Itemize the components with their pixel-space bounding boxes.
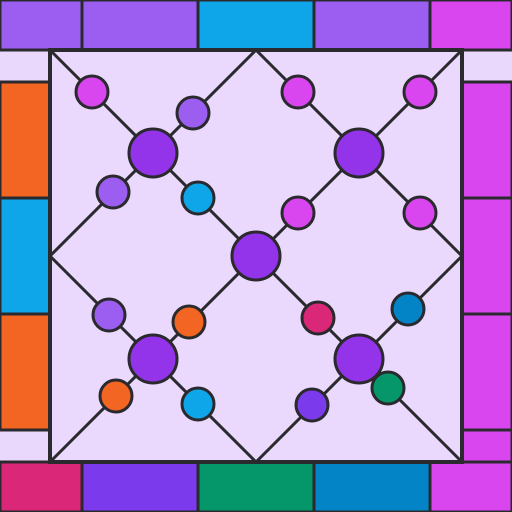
piece-10[interactable] (171, 304, 207, 340)
border-tile-bottom-1 (0, 460, 84, 512)
border-tile-top-3 (196, 0, 316, 52)
hub-top-left[interactable] (127, 127, 179, 179)
piece-16[interactable] (294, 387, 330, 423)
piece-15[interactable] (370, 370, 406, 406)
border-tile-right-2 (460, 196, 512, 316)
border-tile-left-1 (0, 80, 52, 200)
piece-13[interactable] (300, 300, 336, 336)
piece-6[interactable] (402, 74, 438, 110)
border-tile-right-3 (460, 312, 512, 432)
border-tile-right-1 (460, 80, 512, 200)
piece-3[interactable] (95, 174, 131, 210)
border-tile-bottom-3 (196, 460, 316, 512)
border-tile-right-4 (460, 428, 512, 464)
piece-14[interactable] (390, 291, 426, 327)
border-tile-bottom-2 (80, 460, 200, 512)
hub-top-right[interactable] (333, 127, 385, 179)
border-tile-bottom-4 (312, 460, 432, 512)
piece-9[interactable] (91, 297, 127, 333)
hub-center[interactable] (230, 230, 282, 282)
piece-11[interactable] (98, 378, 134, 414)
piece-8[interactable] (402, 195, 438, 231)
hub-bottom-left[interactable] (127, 333, 179, 385)
border-tile-left-2 (0, 196, 52, 316)
piece-12[interactable] (180, 386, 216, 422)
border-tile-bottom-5 (428, 460, 512, 512)
piece-1[interactable] (74, 74, 110, 110)
hub-bottom-right[interactable] (333, 333, 385, 385)
piece-2[interactable] (175, 95, 211, 131)
piece-layer (74, 74, 438, 423)
border-tile-left-3 (0, 312, 52, 432)
border-tile-top-1 (0, 0, 84, 52)
border-tile-top-5 (428, 0, 512, 52)
piece-4[interactable] (180, 180, 216, 216)
border-tile-top-4 (312, 0, 432, 52)
border-tile-top-2 (80, 0, 200, 52)
piece-7[interactable] (280, 195, 316, 231)
piece-5[interactable] (280, 74, 316, 110)
hub-layer (127, 127, 385, 385)
